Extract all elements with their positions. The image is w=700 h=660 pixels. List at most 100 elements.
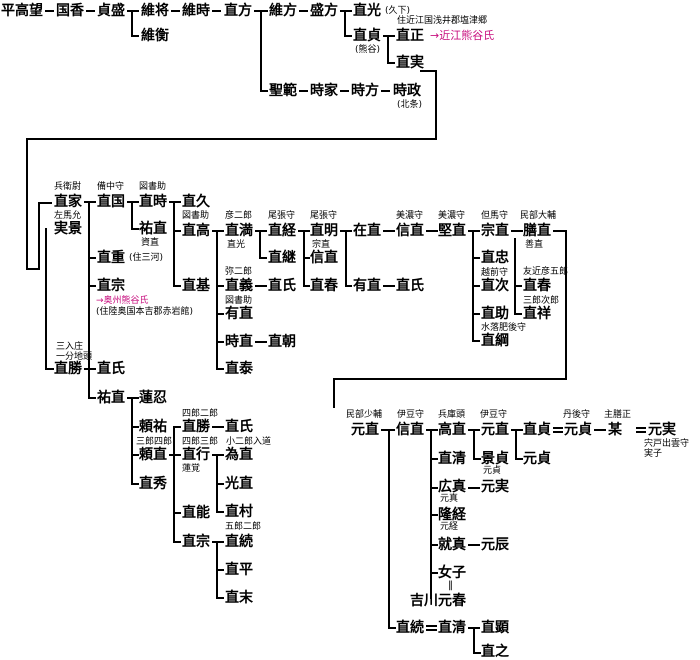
connector: [84, 201, 96, 203]
connector: [426, 429, 438, 431]
connector: [472, 340, 480, 342]
connector: [426, 629, 437, 631]
connector: [303, 285, 310, 287]
note-naomitsu: 直光: [227, 240, 246, 250]
connector: [345, 285, 352, 287]
person-arinao-1: 有直: [225, 306, 253, 322]
connector: [88, 368, 90, 399]
person-yorisuke: 頼祐: [139, 419, 167, 435]
connector: [388, 627, 396, 629]
connector: [45, 228, 47, 368]
connector: [514, 313, 522, 315]
person-naotsune: 直経: [268, 223, 296, 239]
person-naomoto: 直基: [182, 278, 210, 294]
note-mirinosho: 三入庄: [56, 342, 84, 352]
person-yorinao: 頼直: [139, 447, 167, 463]
person-naokuni: 直国: [97, 194, 125, 210]
note-izu-1: 伊豆守: [397, 410, 425, 420]
person-naomune: 直宗: [97, 278, 125, 294]
person-motosada-3: 元貞: [564, 422, 592, 438]
connector: [383, 230, 395, 232]
person-naotsugu-3: 直続: [225, 534, 253, 550]
note-omi-residence: 住近江国浅井郡塩津郷: [397, 16, 488, 26]
connector: [131, 397, 133, 485]
connector: [88, 201, 90, 377]
connector: [553, 427, 563, 429]
connector: [511, 230, 523, 232]
person-narimasa: 就真: [438, 537, 466, 553]
note-samanojo: 左馬允: [54, 211, 82, 221]
connector: [511, 429, 523, 431]
person-motonao-1: 元直: [351, 422, 379, 438]
person-naoyuki: 直行: [182, 447, 210, 463]
connector: [473, 627, 475, 654]
connector: [594, 429, 606, 431]
person-rennin: 蓮忍: [139, 390, 167, 406]
person-naouji-1: 直氏: [268, 278, 296, 294]
person-naohisa: 直久: [182, 194, 210, 210]
note-mikawa: (住三河): [129, 253, 164, 263]
connector: [86, 10, 95, 12]
connector: [169, 454, 181, 456]
connector: [473, 652, 481, 654]
connector: [636, 431, 646, 433]
connector: [255, 230, 267, 232]
person-naoshige: 直重: [97, 250, 125, 266]
person-tokikata: 時方: [351, 83, 379, 99]
note-mino-2: 美濃守: [438, 211, 466, 221]
connector: [430, 544, 438, 546]
person-motozane-1: 元実: [648, 422, 676, 438]
note-minbu-taifu: 民部大輔: [520, 211, 557, 221]
person-naotoki: 直時: [139, 194, 167, 210]
connector: [212, 454, 224, 456]
note-tajima: 但馬守: [481, 211, 509, 221]
connector: [173, 230, 181, 232]
person-tokiie: 時家: [310, 83, 338, 99]
connector: [514, 285, 522, 287]
note-zusho-1: 図書助: [139, 182, 167, 192]
person-naomasa: 直正: [396, 28, 424, 44]
connector: [473, 429, 475, 460]
person-tokinao: 時直: [225, 334, 253, 350]
connector: [216, 230, 218, 370]
connector: [26, 138, 437, 140]
note-munenao: 宗直: [312, 240, 331, 250]
connector: [383, 35, 395, 37]
connector: [333, 378, 567, 380]
connector: [88, 257, 96, 259]
connector: [388, 429, 390, 629]
person-naokatsu-2: 直勝: [182, 419, 210, 435]
connector: [173, 541, 181, 543]
connector: [26, 268, 40, 270]
person-naomitsu-2: 直満: [225, 223, 253, 239]
connector: [131, 10, 133, 37]
connector: [45, 10, 54, 12]
connector: [553, 230, 567, 232]
note-motosada-1: 元貞: [483, 466, 502, 476]
connector: [468, 230, 480, 232]
connector: [515, 429, 517, 460]
person-naoyoshi: 直義: [225, 278, 253, 294]
person-koretoki: 維時: [182, 3, 210, 19]
connector: [216, 483, 224, 485]
note-saburo-shiro: 三郎四郎: [136, 437, 173, 447]
connector: [127, 201, 139, 203]
person-hiromasa: 広真: [438, 479, 466, 495]
note-minbu-shoyu: 民部少輔: [346, 410, 383, 420]
note-jisshi: 実子: [644, 449, 663, 459]
person-nobunao-1: 信直: [310, 250, 338, 266]
person-naoyasu: 直泰: [225, 361, 253, 377]
connector: [387, 35, 389, 64]
connector: [472, 257, 480, 259]
connector: [216, 368, 224, 370]
connector: [344, 10, 346, 37]
note-hojo: (北条): [397, 100, 423, 110]
connector: [173, 201, 175, 287]
person-mitsunao: 光直: [225, 476, 253, 492]
note-yajiro: 弥二郎: [225, 267, 253, 277]
person-morikata: 盛方: [310, 3, 338, 19]
connector: [216, 511, 224, 513]
person-kagesada: 景貞: [481, 451, 509, 467]
connector: [216, 313, 224, 315]
note-echizen: 越前守: [481, 268, 509, 278]
